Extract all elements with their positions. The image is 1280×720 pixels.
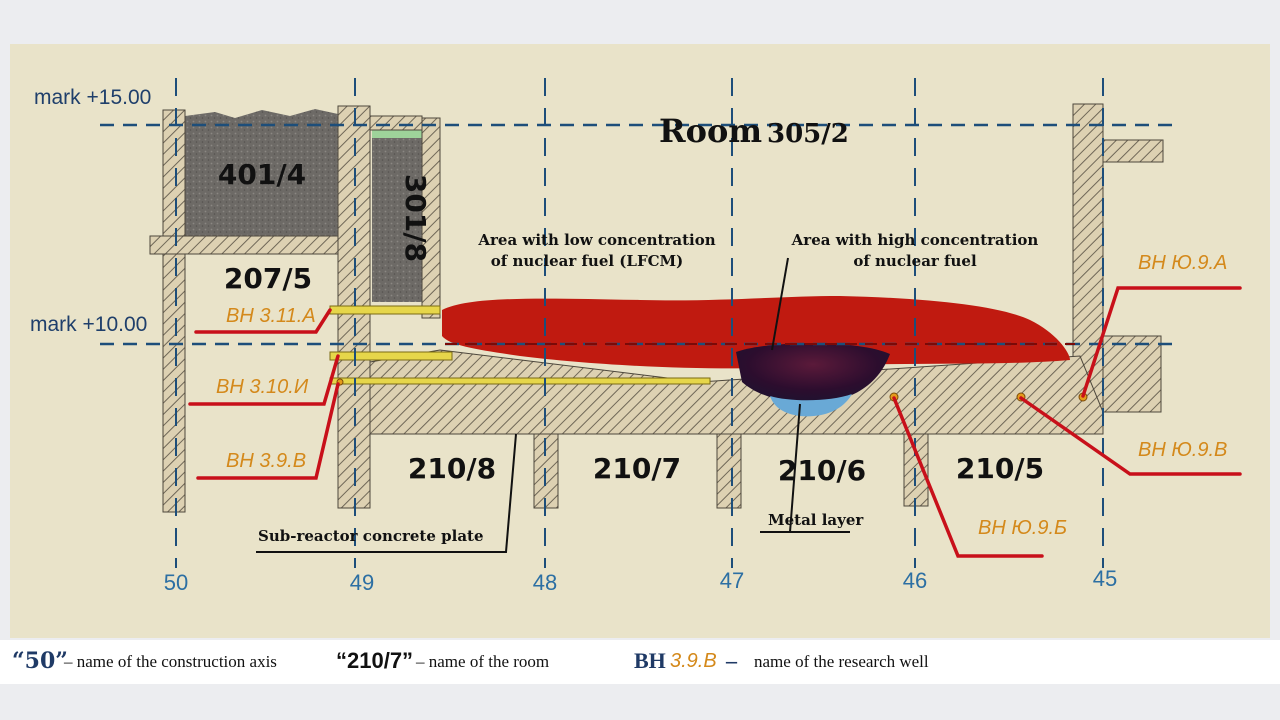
legend-room-desc: – name of the room [416, 652, 550, 671]
plate-callout [256, 433, 517, 553]
legend-well-example: 3.9.В [670, 650, 717, 672]
room-label-210-6: 210/6 [778, 454, 866, 487]
axis-label-45: 45 [1093, 566, 1117, 591]
mark-15-label: mark +15.00 [34, 86, 151, 109]
room-401-4-fill [185, 109, 338, 236]
room-title-main: Room [659, 112, 762, 150]
room-label-207-5: 207/5 [224, 262, 312, 295]
legend-axis-desc: – name of the construction axis [64, 652, 277, 671]
legend-well-prefix: ВН [634, 648, 666, 673]
well-pipe-3-9 [329, 377, 711, 385]
room-label-210-5: 210/5 [956, 452, 1044, 485]
axis-label-48: 48 [533, 570, 557, 595]
legend-room-example: “210/7” [336, 648, 414, 673]
low-conc-line2: of nuclear fuel (LFCM) [491, 252, 683, 270]
wall-45-upper-beam [1102, 139, 1164, 163]
metal-layer-label: Metal layer [768, 511, 864, 529]
axis-label-46: 46 [903, 568, 927, 593]
high-conc-line2: of nuclear fuel [853, 252, 977, 270]
low-conc-line1: Area with low concentration [477, 231, 715, 249]
plate-label: Sub-reactor concrete plate [258, 527, 484, 545]
pier-47 [716, 433, 742, 509]
well-label-yu-9-b: ВН Ю.9.Б [978, 517, 1067, 539]
axis-label-50: 50 [164, 570, 188, 595]
legend-well-desc: name of the research well [754, 652, 929, 671]
legend-bar [0, 640, 1280, 684]
well-label-3-10-i: ВН 3.10.И [216, 376, 309, 398]
room-label-301-8: 301/8 [399, 174, 432, 262]
axis-label-49: 49 [350, 570, 374, 595]
wall-axis-50 [162, 109, 186, 513]
floor-401-4 [149, 235, 339, 255]
legend-axis-example: “50” [12, 648, 68, 674]
well-label-3-9-v: ВН 3.9.В [226, 450, 306, 472]
room-label-210-8: 210/8 [408, 452, 496, 485]
well-label-3-11-a: ВН 3.11.А [226, 305, 316, 327]
well-label-yu-9-v: ВН Ю.9.В [1138, 439, 1227, 461]
mark-10-label: mark +10.00 [30, 313, 147, 336]
high-concentration-pool [736, 343, 890, 404]
well-leaders [188, 286, 1242, 558]
axis-guides [175, 78, 1104, 568]
leader-yu-9-a [1081, 286, 1242, 398]
level-guides [100, 123, 1180, 346]
beam-301-8-top [369, 115, 423, 131]
leader-yu-9-b [892, 396, 1044, 558]
leader-3-11 [194, 308, 332, 334]
lfcm-lava-area [442, 296, 1070, 369]
high-conc-line1: Area with high concentration [791, 231, 1039, 249]
callout-lines [256, 257, 850, 553]
wall-45-lower-block [1102, 335, 1162, 413]
room-title-number: 305/2 [767, 119, 849, 149]
legend-well-dash: – [726, 648, 737, 673]
leader-3-10 [188, 354, 340, 406]
well-pipe-3-10 [329, 351, 453, 361]
room-301-8-fill [372, 132, 422, 302]
well-label-yu-9-a: ВН Ю.9.А [1138, 252, 1227, 274]
well-pipe-3-11 [329, 305, 441, 315]
leader-3-9 [196, 382, 340, 480]
high-conc-callout [771, 257, 789, 351]
metal-layer-fill [770, 394, 852, 417]
room-label-210-7: 210/7 [593, 452, 681, 485]
room-label-401-4: 401/4 [218, 158, 306, 191]
green-cap [372, 128, 422, 138]
sub-reactor-plate [369, 349, 1104, 435]
wall-301-8-right [421, 117, 441, 319]
axis-label-47: 47 [720, 568, 744, 593]
leader-yu-9-v [1019, 396, 1242, 476]
